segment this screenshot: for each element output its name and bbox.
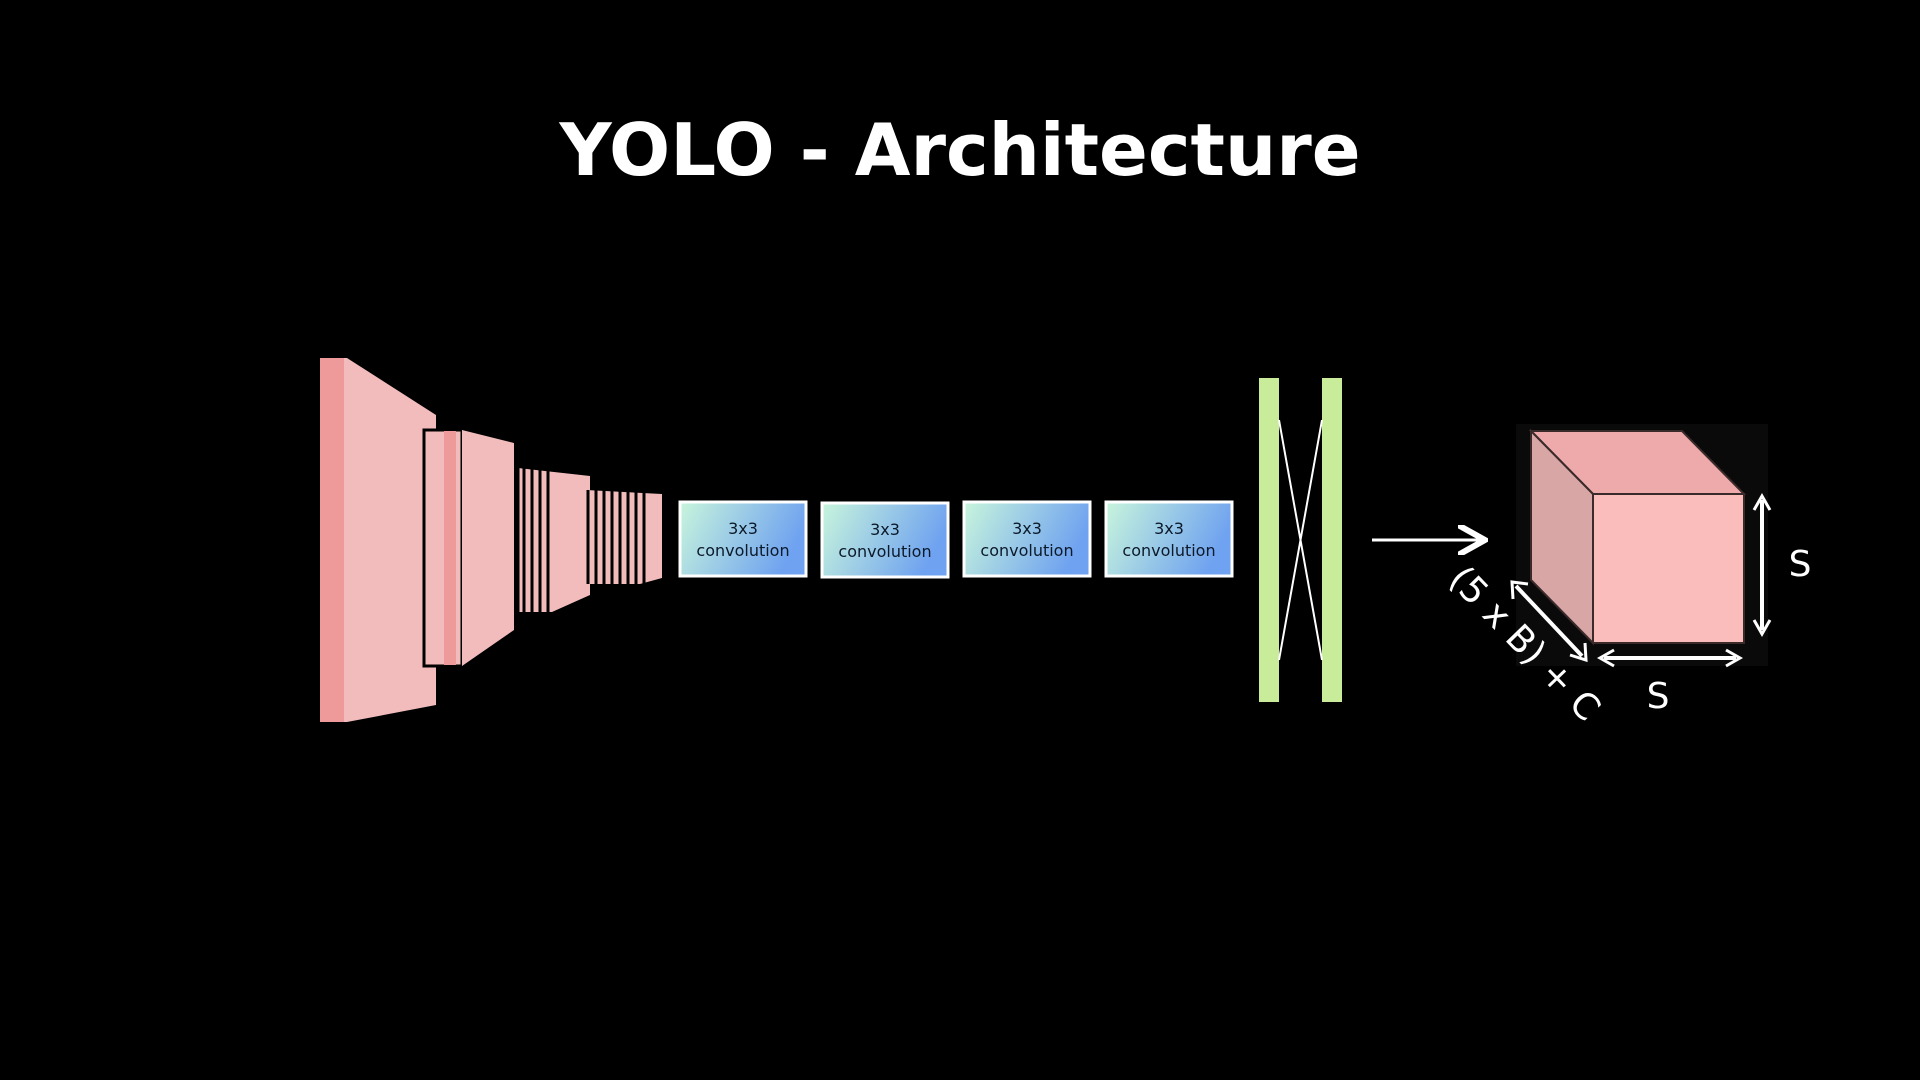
- conv-block-3-line1: 3x3: [1012, 519, 1042, 538]
- conv-block-2: 3x3 convolution: [820, 501, 950, 579]
- fc-connection-2: [1278, 419, 1323, 661]
- fully-connected-layers: [1259, 378, 1342, 702]
- backbone-layer-4: [586, 490, 662, 584]
- conv-block-3: 3x3 convolution: [962, 500, 1092, 578]
- fc-layer-2: [1322, 378, 1342, 702]
- conv-block-4-line1: 3x3: [1154, 519, 1184, 538]
- conv-block-4-line2: convolution: [1122, 541, 1215, 560]
- conv-block-4: 3x3 convolution: [1104, 500, 1234, 578]
- height-dimension: S: [1752, 492, 1812, 638]
- conv-block-1: 3x3 convolution: [678, 500, 808, 578]
- fc-layer-1: [1259, 378, 1279, 702]
- conv-block-1-line2: convolution: [696, 541, 789, 560]
- width-dimension: S: [1596, 648, 1744, 717]
- backbone-layer-1: [320, 358, 436, 722]
- cube-front-face: [1592, 493, 1745, 644]
- backbone-layer-3: [516, 468, 590, 612]
- conv-block-3-line2: convolution: [980, 541, 1073, 560]
- conv-block-1-line1: 3x3: [728, 519, 758, 538]
- backbone-layer-2: [422, 428, 514, 668]
- height-label: S: [1789, 544, 1812, 585]
- diagram-title: YOLO - Architecture: [559, 108, 1361, 192]
- conv-block-2-line1: 3x3: [870, 520, 900, 539]
- output-tensor-cube: [1516, 424, 1768, 666]
- width-label: S: [1647, 676, 1670, 717]
- conv-block-2-line2: convolution: [838, 542, 931, 561]
